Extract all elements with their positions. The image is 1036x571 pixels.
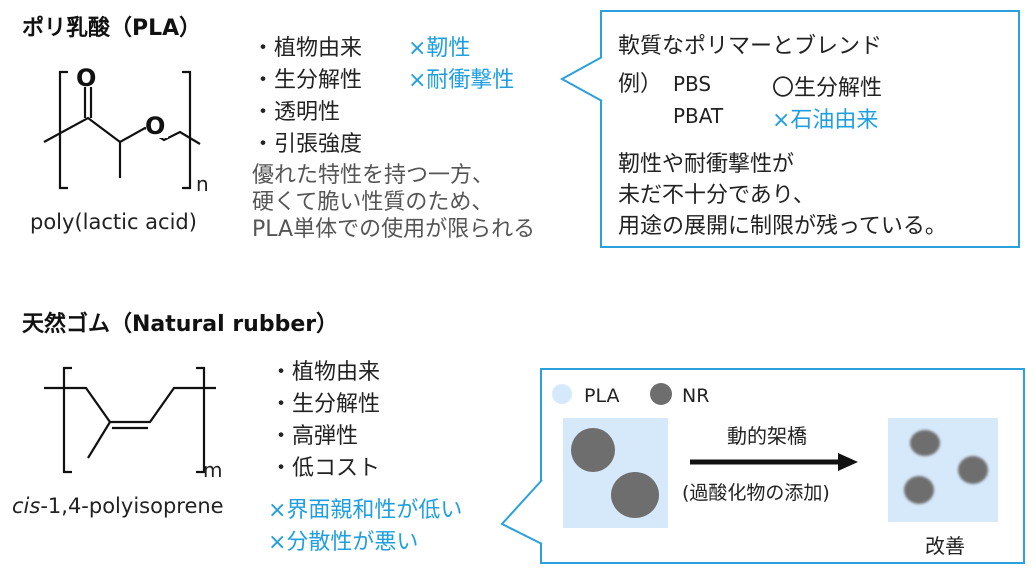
nr-pro-4: ・低コスト	[270, 456, 381, 481]
nr-structure-name-rest: -1,4-polyisoprene	[40, 494, 224, 518]
pla-carbonyl-oxygen: O	[76, 64, 97, 92]
nr-particle-small	[910, 430, 940, 456]
legend-pla-label: PLA	[584, 385, 620, 407]
pla-example-pbat-note: ×石油由来	[772, 108, 879, 133]
nr-callout-tail	[500, 479, 543, 545]
arrow-label-bottom: (過酸化物の添加)	[682, 482, 830, 504]
pla-desc-2: 硬くて脆い性質のため、	[252, 190, 494, 215]
nr-title: 天然ゴム（Natural rubber）	[22, 312, 339, 337]
nr-particle-small	[904, 476, 934, 504]
pla-structure-diagram	[43, 70, 201, 190]
nr-particle-large	[611, 472, 659, 518]
nr-pro-3: ・高弾性	[270, 424, 359, 449]
pla-callout-summary-3: 用途の展開に制限が残っている。	[618, 214, 947, 239]
pla-desc-3: PLA単体での使用が限られる	[252, 217, 536, 242]
nr-subscript-m: m	[203, 458, 223, 482]
pla-con-2: ×耐衝撃性	[408, 68, 515, 93]
pla-example-pbs: PBS	[673, 72, 712, 96]
after-panel	[888, 418, 998, 522]
nr-structure-name: cis-1,4-polyisoprene	[12, 494, 224, 518]
result-label: 改善	[925, 534, 965, 558]
pla-desc-1: 優れた特性を持つ一方、	[252, 163, 495, 188]
nr-structure-name-italic: cis	[12, 494, 41, 518]
legend-nr-swatch	[650, 383, 672, 405]
nr-pro-2: ・生分解性	[270, 392, 381, 417]
pla-pro-1: ・植物由来	[252, 36, 363, 61]
pla-pro-2: ・生分解性	[252, 68, 363, 93]
legend-nr-label: NR	[682, 385, 710, 407]
pla-callout-title: 軟質なポリマーとブレンド	[618, 34, 883, 59]
pla-ester-oxygen: O	[145, 112, 166, 140]
pla-pro-3: ・透明性	[252, 100, 341, 125]
before-panel	[563, 418, 668, 528]
pla-example-pbat: PBAT	[673, 104, 724, 128]
pla-example-pbs-note: 〇生分解性	[772, 76, 883, 101]
pla-pro-4: ・引張強度	[252, 132, 363, 157]
nr-particle-small	[958, 456, 988, 484]
pla-callout-summary-1: 靭性や耐衝撃性が	[618, 152, 795, 177]
nr-particle-large	[571, 428, 615, 472]
pla-callout-summary-2: 未だ不十分であり、	[618, 183, 815, 208]
pla-callout-tail	[559, 56, 603, 102]
legend-pla-swatch	[552, 384, 572, 404]
nr-pro-1: ・植物由来	[270, 360, 381, 385]
pla-con-1: ×靭性	[408, 36, 471, 61]
pla-title: ポリ乳酸（PLA）	[22, 16, 202, 41]
nr-con-2: ×分散性が悪い	[268, 530, 419, 555]
pla-structure-name: poly(lactic acid)	[30, 210, 197, 234]
crosslink-arrow	[690, 453, 858, 471]
pla-subscript-n: n	[196, 172, 209, 196]
nr-structure-diagram	[44, 366, 216, 474]
arrow-label-top: 動的架橋	[727, 424, 807, 448]
nr-con-1: ×界面親和性が低い	[268, 498, 463, 523]
pla-callout-box	[600, 10, 1020, 248]
pla-callout-example-prefix: 例）	[618, 72, 663, 97]
